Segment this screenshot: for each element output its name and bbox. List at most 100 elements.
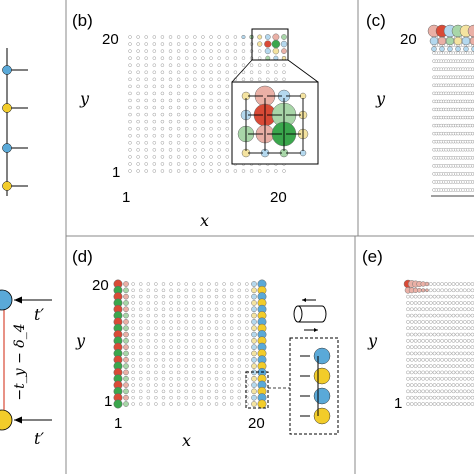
panel-e-lattice-site <box>409 357 414 362</box>
panel-d-lattice-site <box>192 389 196 394</box>
panel-e-lattice-site <box>428 370 433 375</box>
panel-b-lattice-site <box>217 155 221 159</box>
panel-b-x-axis-label: x <box>200 211 209 230</box>
panel-e-lattice-site <box>447 307 452 312</box>
panel-b-lattice-site <box>144 148 148 152</box>
panel-b-lattice-site <box>152 84 157 89</box>
panel-d-lattice-site <box>192 307 196 312</box>
panel-d-lattice-site <box>245 402 249 406</box>
panel-e-lattice-site <box>451 402 456 406</box>
panel-e-lattice-site <box>421 326 426 331</box>
panel-d-lattice-site <box>131 320 135 324</box>
panel-b-lattice-site <box>168 155 173 159</box>
panel-b-lattice-site <box>144 133 148 138</box>
panel-b-lattice-site <box>193 105 197 110</box>
panel-d-lattice-site <box>154 301 158 305</box>
panel-e-lattice-site <box>462 402 467 406</box>
panel-c-lattice-site <box>470 180 474 184</box>
panel-e-lattice-site <box>428 307 433 312</box>
panel-e-lattice-site <box>425 294 429 299</box>
panel-e-lattice-site <box>436 402 441 406</box>
panel-b-lattice-site <box>209 155 213 159</box>
panel-e-lattice-site <box>428 351 433 356</box>
panel-d-lattice-site <box>214 370 219 375</box>
panel-e-lattice-site <box>466 326 471 331</box>
panel-e-lattice-site <box>440 357 444 362</box>
panel-c-edge-site <box>439 46 445 52</box>
panel-e-lattice-site <box>462 332 467 337</box>
panel-e-lattice-site <box>459 357 463 362</box>
panel-e-lattice-site <box>455 370 460 375</box>
panel-e-lattice-site <box>413 294 418 299</box>
panel-e-lattice-site <box>413 370 418 375</box>
panel-b-lattice-site <box>128 91 132 96</box>
panel-e-lattice-site <box>470 364 474 368</box>
panel-d-lattice-site <box>214 313 219 318</box>
panel-d-lattice-site <box>138 351 143 356</box>
panel-e-lattice-site <box>447 313 452 318</box>
panel-b-lattice-site <box>136 119 140 124</box>
panel-d-right-edge-site <box>251 382 257 388</box>
panel-d-left-edge-site <box>123 344 129 351</box>
panel-d-lattice-site <box>245 351 249 356</box>
panel-b-lattice-site <box>217 49 221 53</box>
panel-d-xtick-20: 20 <box>248 415 265 432</box>
panel-d-lattice-site <box>169 395 173 400</box>
panel-b-lattice-site <box>225 141 230 145</box>
panel-d-lattice-site <box>192 326 196 330</box>
panel-b-lattice-site <box>152 112 157 117</box>
panel-e-lattice-site <box>413 402 418 406</box>
panel-d-lattice-site <box>138 282 143 286</box>
panel-e-lattice-site <box>451 326 456 331</box>
panel-b-lattice-site <box>136 77 140 82</box>
panel-e-lattice-site <box>444 357 448 362</box>
panel-b-y-axis-label: y <box>79 89 90 108</box>
panel-b-lattice-site <box>201 155 205 159</box>
panel-e: (e) y 1 <box>362 247 474 412</box>
panel-d-lattice-site <box>161 370 166 375</box>
panel-b-lattice-site <box>144 49 148 53</box>
panel-d-lattice-site <box>192 351 196 356</box>
panel-d-lattice-site <box>131 351 135 356</box>
panel-b-lattice-site <box>144 112 148 117</box>
panel-e-lattice-site <box>409 301 414 305</box>
panel-d-lattice-site <box>131 402 135 406</box>
panel-d-lattice-site <box>169 370 173 375</box>
panel-d-zoom-source-box <box>245 371 269 409</box>
panel-d-right-edge-site <box>251 293 257 300</box>
panel-c-lattice-site <box>470 75 474 80</box>
panel-e-lattice-site <box>409 351 414 356</box>
panel-c-edge-site <box>469 36 474 46</box>
panel-e-lattice-site <box>451 345 456 350</box>
panel-e-lattice-site <box>455 338 460 343</box>
panel-d-right-edge-site <box>251 306 257 313</box>
panel-e-lattice-site <box>428 288 433 293</box>
panel-d-lattice-site <box>146 395 151 400</box>
panel-e-lattice-site <box>470 402 474 406</box>
panel-b-lattice-site <box>144 162 148 166</box>
panel-c-lattice-site <box>470 172 474 176</box>
panel-b-lattice-site <box>201 105 205 110</box>
panel-b-lattice-site <box>209 56 213 60</box>
panel-b-lattice-site <box>160 169 165 173</box>
panel-b-lattice-site <box>217 98 221 103</box>
panel-e-lattice-site <box>455 357 460 362</box>
panel-d-lattice-site <box>199 376 204 381</box>
panel-e-corner-site <box>417 287 422 293</box>
panel-d-lattice-site <box>176 294 181 299</box>
panel-b-lattice-site <box>201 56 205 60</box>
panel-b: (b) y x 20 1 1 20 <box>72 11 319 230</box>
panel-e-lattice-site <box>440 301 444 305</box>
panel-b-lattice-site <box>168 133 173 138</box>
panel-d-lattice-site <box>146 313 151 318</box>
panel-e-lattice-site <box>409 370 414 375</box>
panel-e-lattice-site <box>444 345 448 350</box>
panel-d-lattice-site <box>176 402 181 406</box>
panel-e-lattice-site <box>425 364 429 368</box>
panel-d-lattice-site <box>229 402 234 406</box>
panel-e-lattice-site <box>440 326 444 331</box>
panel-e-lattice-site <box>436 395 441 400</box>
panel-e-lattice-site <box>425 376 429 381</box>
panel-b-lattice-site <box>152 119 157 124</box>
